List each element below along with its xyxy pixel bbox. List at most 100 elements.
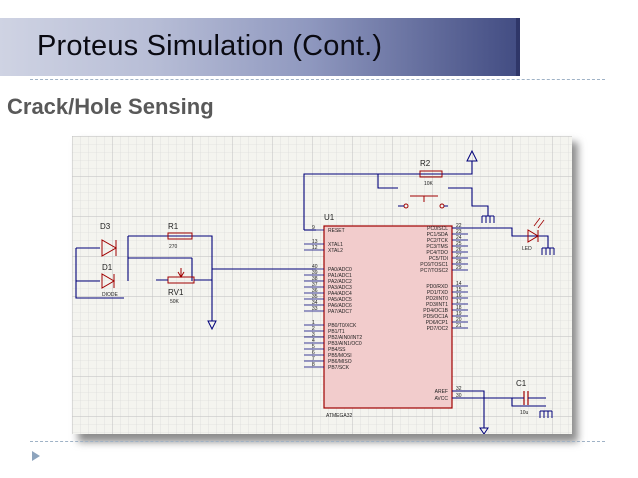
ic-pin-number: 1: [312, 320, 315, 326]
component-r1: R1 270: [167, 222, 193, 250]
ic-pin-number: 22: [456, 223, 462, 229]
ic-pin-name: PB7/SCK: [328, 365, 350, 371]
ic-pin-number: 34: [312, 300, 318, 306]
ic-pin-name: PA2/ADC2: [328, 279, 352, 285]
r2-value: 10K: [424, 181, 434, 187]
ic-pin-name: PC2/TCK: [427, 238, 449, 244]
ic-pin-name: PC4/TDO: [426, 250, 448, 256]
ic-pin-name: PA1/ADC1: [328, 273, 352, 279]
ic-pin-number: 24: [456, 235, 462, 241]
ic-pin-name: PB1/T1: [328, 329, 345, 335]
ic-pin-number: 36: [312, 288, 318, 294]
ic-pin-name: PB3/AIN1/OC0: [328, 341, 362, 347]
ic-pin-name: PB4/SS: [328, 347, 346, 353]
ic-pin-name: PB6/MISO: [328, 359, 352, 365]
ic-pin-name: PC5/TDI: [429, 256, 448, 262]
schematic-grid: [72, 136, 572, 434]
ic-pin-number: 9: [312, 225, 315, 231]
ic-pin-number: 17: [456, 299, 462, 305]
r2-label: R2: [420, 159, 431, 168]
ic-pin-number: 4: [312, 338, 315, 344]
ic-pin-name: PD2/INT0: [426, 296, 448, 302]
title-divider: [30, 79, 605, 80]
ic-pin-name: PA5/ADC5: [328, 297, 352, 303]
title-bar: [0, 18, 520, 76]
ic-pin-number: 33: [312, 306, 318, 312]
ic-pin-number: 14: [456, 281, 462, 287]
ic-pin-number: 13: [312, 239, 318, 245]
ic-pin-number: 19: [456, 311, 462, 317]
power-terminals: [207, 149, 489, 434]
ic-pin-number: 26: [456, 247, 462, 253]
ic-pin-name: PC1/SDA: [427, 232, 449, 238]
ic-pin-name: XTAL1: [328, 242, 343, 248]
u1-part-label: ATMEGA32: [326, 413, 353, 419]
component-d1: D1 DIODE: [101, 263, 119, 298]
c1-label: C1: [516, 379, 527, 388]
ic-pin-number: 32: [456, 386, 462, 392]
ic-pin-number: 25: [456, 241, 462, 247]
ic-pin-name: PC7/TOSC2: [420, 268, 448, 274]
ic-pin-number: 29: [456, 265, 462, 271]
ic-pin-number: 30: [456, 393, 462, 399]
ic-pin-name: PD5/OC1A: [423, 314, 448, 320]
ic-pin-number: 3: [312, 332, 315, 338]
ic-pin-number: 40: [312, 264, 318, 270]
c1-value: 10u: [520, 410, 529, 416]
ic-pin-name: PA7/ADC7: [328, 309, 352, 315]
ic-pin-name: PB5/MOSI: [328, 353, 352, 359]
rv1-label: RV1: [168, 288, 184, 297]
proteus-schematic: R2 10K D3 D1 DIODE R1 270 RV1 50K: [72, 136, 572, 434]
u1-label: U1: [324, 213, 335, 222]
ic-pin-name: PA4/ADC4: [328, 291, 352, 297]
ic-pin-name: PB2/AIN0/INT2: [328, 335, 362, 341]
rv1-value: 50K: [170, 299, 180, 305]
ic-pin-number: 18: [456, 305, 462, 311]
ic-pin-name: PC3/TMS: [426, 244, 448, 250]
ic-pin-number: 7: [312, 356, 315, 362]
ic-pin-name: PA0/ADC0: [328, 267, 352, 273]
ic-pin-number: 21: [456, 323, 462, 329]
component-led: LED: [522, 217, 545, 252]
ic-pin-name: AREF: [435, 389, 448, 395]
ic-pin-name: PC0/SCL: [427, 226, 448, 232]
footer-divider: [30, 441, 605, 442]
ic-pin-number: 12: [312, 245, 318, 251]
ic-pin-name: RESET: [328, 228, 345, 234]
ic-u1-body: [323, 225, 453, 409]
ic-pin-name: XTAL2: [328, 248, 343, 254]
ic-pin-number: 27: [456, 253, 462, 259]
bullet-arrow-icon: [32, 451, 40, 461]
ic-pin-number: 8: [312, 362, 315, 368]
ic-pin-name: PB0/T0/XCK: [328, 323, 357, 329]
r1-value: 270: [169, 244, 178, 250]
led-label: LED: [522, 246, 532, 252]
ic-pin-number: 39: [312, 270, 318, 276]
ic-pin-number: 35: [312, 294, 318, 300]
